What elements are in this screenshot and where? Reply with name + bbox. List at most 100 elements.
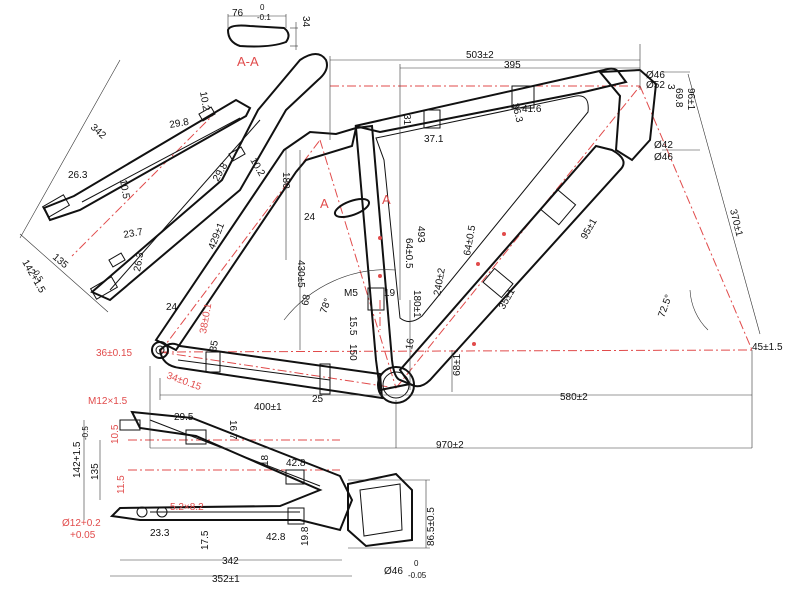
svg-text:42.8: 42.8 <box>286 458 306 469</box>
svg-text:29.8: 29.8 <box>169 117 191 131</box>
svg-text:180: 180 <box>280 172 291 189</box>
red-dimension-labels: 36±0.15 34±0.15 M12×1.5 10.5 11.5 5.2×8.… <box>62 192 391 541</box>
svg-text:64±0.5: 64±0.5 <box>462 224 478 256</box>
rear-stay-top-view <box>109 410 354 532</box>
svg-text:26.3: 26.3 <box>132 251 146 273</box>
main-frame <box>151 67 709 404</box>
svg-text:142+1.5: 142+1.5 <box>72 441 83 478</box>
dim-352: 352±1 <box>212 574 240 585</box>
svg-text:64±0.5: 64±0.5 <box>403 238 414 269</box>
dim-370: 370±1 <box>727 208 744 238</box>
seat-post-slot <box>333 197 371 219</box>
svg-text:M12×1.5: M12×1.5 <box>88 396 128 407</box>
dim-96: 96±1 <box>685 88 696 111</box>
dim-970: 970±2 <box>436 440 464 451</box>
svg-text:10.5: 10.5 <box>117 179 131 201</box>
svg-text:15.5: 15.5 <box>347 316 358 336</box>
section-tol-top: 0 <box>260 3 265 12</box>
dim-45: 45±1.5 <box>752 342 783 353</box>
svg-text:42.8: 42.8 <box>266 532 286 543</box>
svg-text:37.1: 37.1 <box>424 134 444 145</box>
dim-342-rear: 342 <box>222 556 239 567</box>
svg-text:38±0.1: 38±0.1 <box>198 302 214 334</box>
dim-395: 395 <box>504 60 521 71</box>
svg-text:95±1: 95±1 <box>579 216 600 241</box>
svg-text:150: 150 <box>347 344 358 361</box>
svg-text:240±2: 240±2 <box>432 267 448 297</box>
svg-text:19: 19 <box>384 288 396 299</box>
svg-text:69.8: 69.8 <box>673 88 684 108</box>
svg-text:17.5: 17.5 <box>200 530 211 550</box>
svg-text:41.6: 41.6 <box>522 104 542 115</box>
svg-text:23.3: 23.3 <box>150 528 170 539</box>
section-height: 34 <box>300 16 311 28</box>
svg-text:+0.05: +0.05 <box>70 530 96 541</box>
svg-text:11.5: 11.5 <box>116 475 127 494</box>
section-cut-a-left: A <box>320 196 329 211</box>
svg-text:24: 24 <box>166 302 178 313</box>
svg-text:86.5±0.5: 86.5±0.5 <box>426 507 437 546</box>
svg-text:-0.5: -0.5 <box>81 426 90 440</box>
svg-text:-0.05: -0.05 <box>408 571 427 580</box>
dim-493: 493 <box>415 226 426 243</box>
dimension-labels: 503±2 395 342 10.2 29.8 10.2 29.8 26.3 1… <box>19 50 783 585</box>
svg-text:M5: M5 <box>344 288 358 299</box>
dim-503: 503±2 <box>466 50 494 61</box>
svg-text:29.5: 29.5 <box>174 412 194 423</box>
section-a-a-profile <box>226 24 290 48</box>
dim-400: 400±1 <box>254 402 282 413</box>
rear-dropout <box>151 341 169 359</box>
svg-text:36.3: 36.3 <box>509 102 524 124</box>
svg-text:10.5: 10.5 <box>110 424 121 444</box>
section-label: A-A <box>237 54 259 69</box>
section-cut-a-right: A <box>382 192 391 207</box>
dim-429: 429±1 <box>207 221 228 251</box>
fork-dropout-right <box>89 276 119 300</box>
svg-text:78°: 78° <box>318 297 334 315</box>
svg-text:68: 68 <box>300 293 313 306</box>
svg-text:16.7: 16.7 <box>227 420 238 440</box>
svg-text:68±1: 68±1 <box>452 353 463 376</box>
head-tube <box>597 68 658 162</box>
dim-430: 430±5 <box>295 260 306 288</box>
svg-text:Ø46: Ø46 <box>646 70 665 81</box>
dim-342-fork: 342 <box>88 122 108 142</box>
svg-text:5.2×8.2: 5.2×8.2 <box>170 502 204 513</box>
svg-text:29.8: 29.8 <box>211 161 230 184</box>
fork-blade-left <box>42 98 252 222</box>
svg-text:19.8: 19.8 <box>300 526 311 546</box>
rear-triangle-detail <box>109 410 430 549</box>
section-width: 76 <box>232 8 244 19</box>
svg-text:31: 31 <box>401 114 412 126</box>
svg-text:34±0.15: 34±0.15 <box>165 370 203 393</box>
svg-text:24: 24 <box>304 212 316 223</box>
bb-shell-section <box>347 472 413 548</box>
top-tube <box>354 67 628 134</box>
fork-dropout-left <box>41 194 71 218</box>
svg-text:Ø42: Ø42 <box>654 140 673 151</box>
seat-tube <box>354 124 414 392</box>
svg-text:3: 3 <box>665 84 676 90</box>
svg-text:35±1: 35±1 <box>497 286 518 311</box>
dim-580: 580±2 <box>560 392 588 403</box>
svg-text:135: 135 <box>90 463 101 480</box>
front-fork <box>19 53 328 313</box>
svg-text:135: 135 <box>50 252 70 271</box>
svg-text:36±0.15: 36±0.15 <box>96 348 133 359</box>
svg-text:26.3: 26.3 <box>68 170 88 181</box>
seat-stay <box>154 126 358 352</box>
svg-text:Ø46: Ø46 <box>384 566 403 577</box>
svg-text:0: 0 <box>414 559 419 568</box>
svg-text:16: 16 <box>404 337 417 350</box>
section-a-a: 76 0 -0.1 34 A-A <box>226 3 311 69</box>
svg-text:35: 35 <box>208 339 221 352</box>
fork-blade-right <box>90 53 328 302</box>
svg-text:18: 18 <box>260 454 271 466</box>
bottle-boss <box>367 287 385 311</box>
svg-text:Ø12+0.2: Ø12+0.2 <box>62 518 101 529</box>
dim-72-5-angle: 72.5° <box>656 293 674 319</box>
svg-text:Ø46: Ø46 <box>654 152 673 163</box>
svg-text:10.2: 10.2 <box>247 156 266 179</box>
svg-text:10.2: 10.2 <box>197 91 211 113</box>
